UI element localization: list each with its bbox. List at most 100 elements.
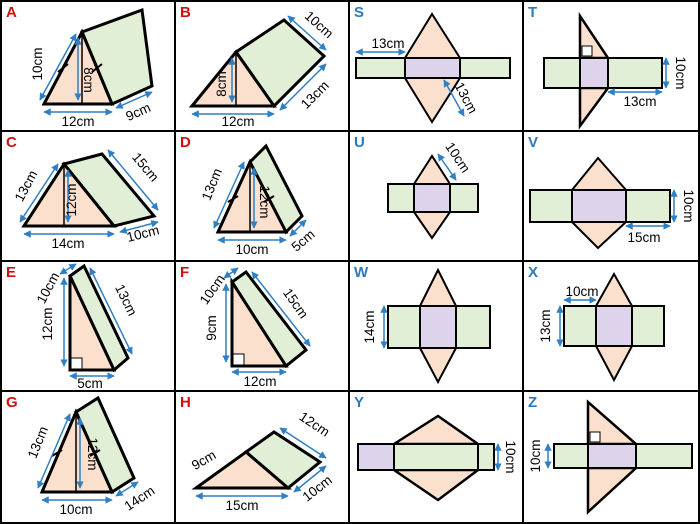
dim-label: 10cm (681, 189, 696, 222)
arrow (37, 413, 71, 489)
tick-mark (89, 449, 101, 457)
cell-letter: W (354, 264, 369, 281)
net-triangle (418, 267, 458, 307)
arrow (279, 63, 327, 111)
net-triangle (403, 12, 462, 59)
dim-label: 10cm (125, 222, 161, 245)
cell-letter: S (354, 4, 365, 21)
prism-B: 8cm 12cm 10cm 13cm (188, 8, 337, 129)
dim-label: 10cm (565, 284, 598, 299)
net-triangle (594, 271, 634, 307)
cell-letter: A (6, 4, 17, 21)
net-U: 10cm (387, 140, 479, 240)
net-triangle (403, 77, 462, 124)
dim-label: 10cm (300, 472, 335, 504)
cell-G: G 13cm 12cm 10cm 14cm (2, 392, 174, 522)
dim-label: 15cm (627, 230, 660, 245)
cell-F: F 10cm 15cm 9cm 12cm (176, 262, 348, 390)
dim-label: 14cm (122, 483, 158, 514)
net-Z: 10cm (528, 399, 693, 515)
arrow (107, 149, 159, 211)
net-triangle (389, 414, 482, 446)
net-rectangle (387, 183, 415, 213)
net-rectangle (459, 57, 511, 79)
net-triangle (412, 154, 452, 185)
cell-Z: Z 10cm (524, 392, 698, 522)
net-rectangle (543, 57, 581, 89)
net-rectangle (553, 443, 589, 469)
arrow (59, 263, 77, 275)
net-triangle (594, 345, 634, 383)
dim-label: 9cm (189, 447, 219, 473)
arrow (39, 33, 77, 101)
arrow (287, 15, 327, 51)
cell-letter: C (6, 134, 17, 151)
prism-F: 10cm 15cm 9cm 12cm (197, 267, 311, 389)
net-triangle (586, 466, 640, 515)
dim-label: 12cm (221, 114, 254, 129)
dim-label: 12cm (85, 437, 100, 470)
arrow (443, 79, 465, 117)
cell-letter: Z (528, 394, 538, 411)
net-triangle (418, 347, 458, 385)
cell-S: S 13cm 13cm (350, 2, 522, 130)
dim-label: 10cm (30, 47, 45, 80)
cell-letter: U (354, 134, 365, 151)
net-triangle (412, 211, 452, 240)
cell-X: X 13cm 10cm (524, 262, 698, 390)
prism-A: 10cm 8cm 12cm 9cm (30, 7, 154, 129)
dim-label: 10cm (503, 440, 518, 473)
net-rectangle-base (419, 305, 457, 349)
net-triangle (569, 221, 629, 250)
net-rectangle (625, 189, 671, 223)
prism-face-triangle (191, 450, 293, 490)
net-W: 14cm (362, 267, 491, 385)
arrow (89, 267, 133, 355)
dim-label: 15cm (225, 498, 258, 513)
net-rectangle-base (357, 443, 395, 471)
dim-label: 12cm (297, 409, 333, 440)
cell-Y: Y 10cm (350, 392, 522, 522)
cell-W: W 14cm (350, 262, 522, 390)
cell-letter: H (180, 394, 191, 411)
net-triangle (569, 156, 629, 191)
dim-label: 15cm (280, 286, 311, 322)
net-rectangle (635, 443, 693, 469)
cell-letter: V (528, 134, 539, 151)
net-S: 13cm 13cm (355, 12, 511, 124)
dim-label: 8cm (81, 67, 96, 93)
cell-letter: X (528, 264, 539, 281)
dim-label: 14cm (51, 236, 84, 251)
net-rectangle-base (571, 189, 627, 223)
net-triangle (578, 86, 611, 130)
cell-T: T 10cm 13cm (524, 2, 698, 130)
dim-label: 14cm (362, 310, 377, 343)
dim-label: 10cm (34, 270, 63, 306)
dim-label: 10cm (302, 8, 337, 41)
prism-D: 13cm 12cm 10cm 5cm (199, 143, 318, 257)
prism-C: 13cm 15cm 12cm 14cm 10cm (12, 149, 162, 251)
net-Y: 10cm (357, 414, 518, 502)
dim-label: 10cm (673, 56, 688, 89)
net-rectangle-base (595, 305, 633, 347)
cell-B: B 8cm 12cm 10cm 13cm (176, 2, 348, 130)
net-V: 10cm 15cm (529, 156, 696, 250)
cell-letter: B (180, 4, 191, 21)
dim-label: 8cm (214, 71, 229, 97)
cell-D: D 13cm 12cm 10cm 5cm (176, 132, 348, 260)
net-T: 10cm 13cm (543, 11, 688, 130)
net-rectangle-base (587, 443, 637, 469)
cell-V: V 10cm 15cm (524, 132, 698, 260)
dim-label: 13cm (623, 94, 656, 109)
net-rectangle (355, 57, 406, 79)
net-rectangle (477, 443, 495, 471)
net-rectangle (607, 57, 663, 89)
dim-label: 12cm (61, 114, 94, 129)
cell-letter: E (6, 264, 17, 281)
net-rectangle (455, 305, 491, 349)
arrow (251, 271, 311, 347)
net-X: 13cm 10cm (538, 271, 665, 383)
arrow (289, 219, 307, 237)
net-rectangle (631, 305, 665, 347)
